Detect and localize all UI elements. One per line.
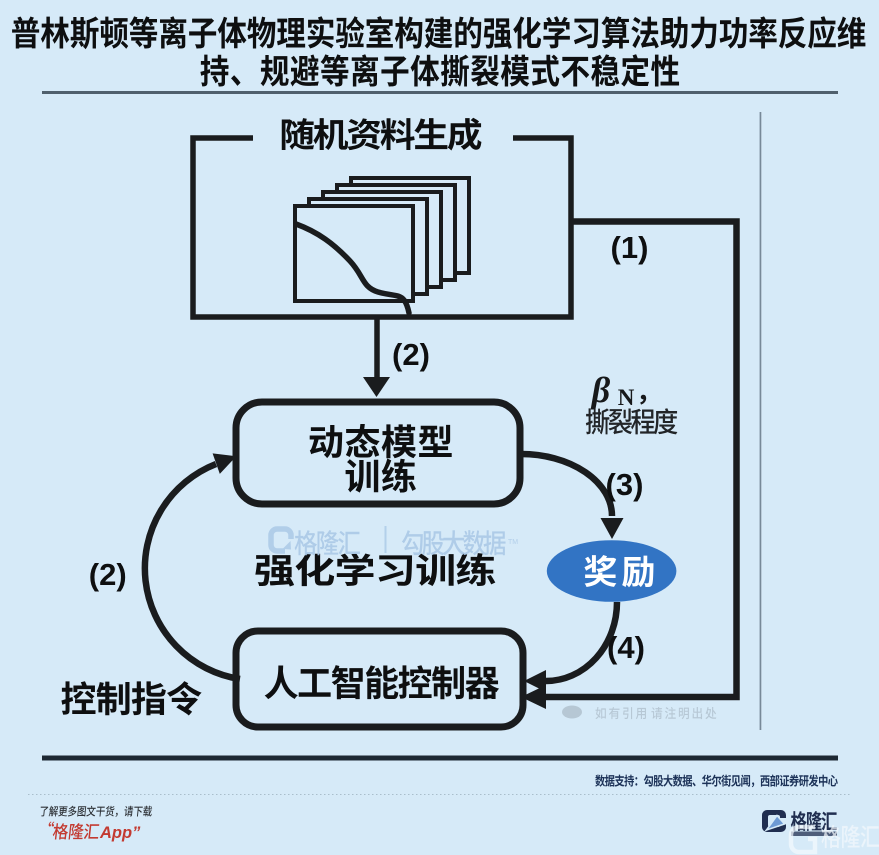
svg-text:N: N [618, 385, 635, 410]
svg-text:(4): (4) [607, 630, 645, 665]
svg-text:(1): (1) [611, 230, 649, 265]
svg-text:(2): (2) [89, 557, 127, 592]
svg-text:β: β [590, 370, 611, 410]
svg-text:App”: App” [99, 824, 141, 842]
svg-text:(3): (3) [606, 467, 644, 502]
svg-text:TM: TM [508, 539, 518, 546]
svg-text:(2): (2) [392, 337, 430, 372]
